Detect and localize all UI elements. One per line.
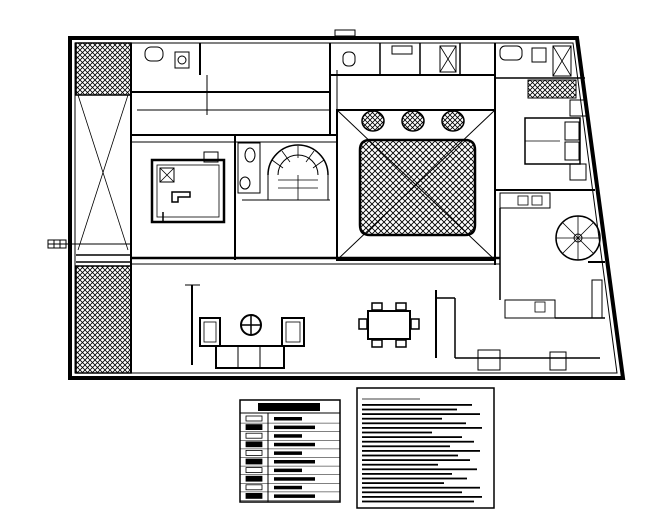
legend-text-line bbox=[274, 442, 315, 447]
planter-3 bbox=[441, 110, 465, 132]
legend-symbol bbox=[245, 467, 263, 474]
outer-walls bbox=[68, 36, 626, 380]
spiral-staircase bbox=[555, 215, 601, 261]
legend-table bbox=[239, 399, 341, 503]
legend-text-line bbox=[274, 485, 302, 490]
notes-box bbox=[356, 387, 495, 509]
bedroom bbox=[495, 99, 595, 191]
legend-text-line bbox=[274, 460, 315, 464]
notes-text-line bbox=[362, 468, 477, 471]
staircase bbox=[267, 144, 329, 200]
notes-text-line bbox=[362, 404, 472, 406]
notes-text-line bbox=[362, 417, 442, 420]
legend-symbol bbox=[245, 432, 263, 439]
courtyard bbox=[336, 109, 496, 261]
dining-chairs bbox=[358, 302, 420, 348]
legend-text-line bbox=[274, 451, 302, 455]
notes-lines bbox=[362, 404, 482, 503]
notes-text-line bbox=[362, 482, 444, 484]
legend-rows bbox=[240, 415, 340, 501]
notes-text-line bbox=[362, 445, 450, 448]
planter-2 bbox=[401, 110, 425, 132]
legend-text-line bbox=[274, 434, 302, 438]
notes-text-line bbox=[362, 500, 474, 503]
left-terrace-bottom bbox=[75, 265, 132, 374]
legend-symbol bbox=[245, 449, 263, 456]
top-middle-rooms bbox=[329, 29, 495, 135]
bed bbox=[524, 117, 581, 165]
legend-symbol bbox=[245, 424, 263, 431]
planter-1 bbox=[361, 110, 385, 132]
entry-marker bbox=[47, 239, 130, 249]
legend-text-line bbox=[274, 417, 302, 421]
small-bath bbox=[237, 142, 261, 194]
notes-text-line bbox=[362, 496, 482, 498]
kitchen-area bbox=[499, 192, 556, 319]
notes-text-line bbox=[362, 459, 470, 461]
notes-text-line bbox=[362, 486, 480, 489]
top-left-room bbox=[131, 43, 330, 115]
notes-text-line bbox=[362, 450, 480, 452]
notes-text-line bbox=[362, 440, 474, 443]
legend-symbol bbox=[245, 458, 263, 465]
legend-symbol bbox=[245, 484, 263, 491]
legend-text-line bbox=[274, 425, 315, 430]
left-corridor bbox=[76, 43, 132, 373]
right-wall-segments bbox=[555, 261, 605, 319]
dining-table bbox=[358, 302, 420, 348]
legend-symbol bbox=[245, 492, 263, 499]
living-area bbox=[185, 284, 600, 371]
notes-text-line bbox=[362, 422, 466, 425]
lift-room bbox=[150, 151, 226, 224]
notes-text-line bbox=[362, 431, 432, 434]
notes-text-line bbox=[362, 413, 480, 415]
notes-text-line bbox=[362, 473, 452, 475]
legend-text-line bbox=[274, 477, 315, 481]
legend-text-line bbox=[274, 494, 315, 498]
notes-text-line bbox=[362, 436, 462, 438]
notes-text-line bbox=[362, 454, 458, 457]
notes-text-line bbox=[362, 408, 457, 411]
legend-text-line bbox=[274, 468, 302, 473]
notes-text-line bbox=[362, 427, 482, 429]
legend-symbol bbox=[245, 475, 263, 482]
sofa-set bbox=[199, 314, 305, 369]
middle-rooms bbox=[131, 134, 500, 265]
left-terrace-top bbox=[75, 42, 132, 96]
notes-text-line bbox=[362, 463, 438, 466]
notes-text-line bbox=[362, 477, 467, 480]
legend-symbol bbox=[245, 415, 263, 422]
legend-symbol bbox=[245, 441, 263, 448]
notes-text-line bbox=[362, 491, 462, 494]
